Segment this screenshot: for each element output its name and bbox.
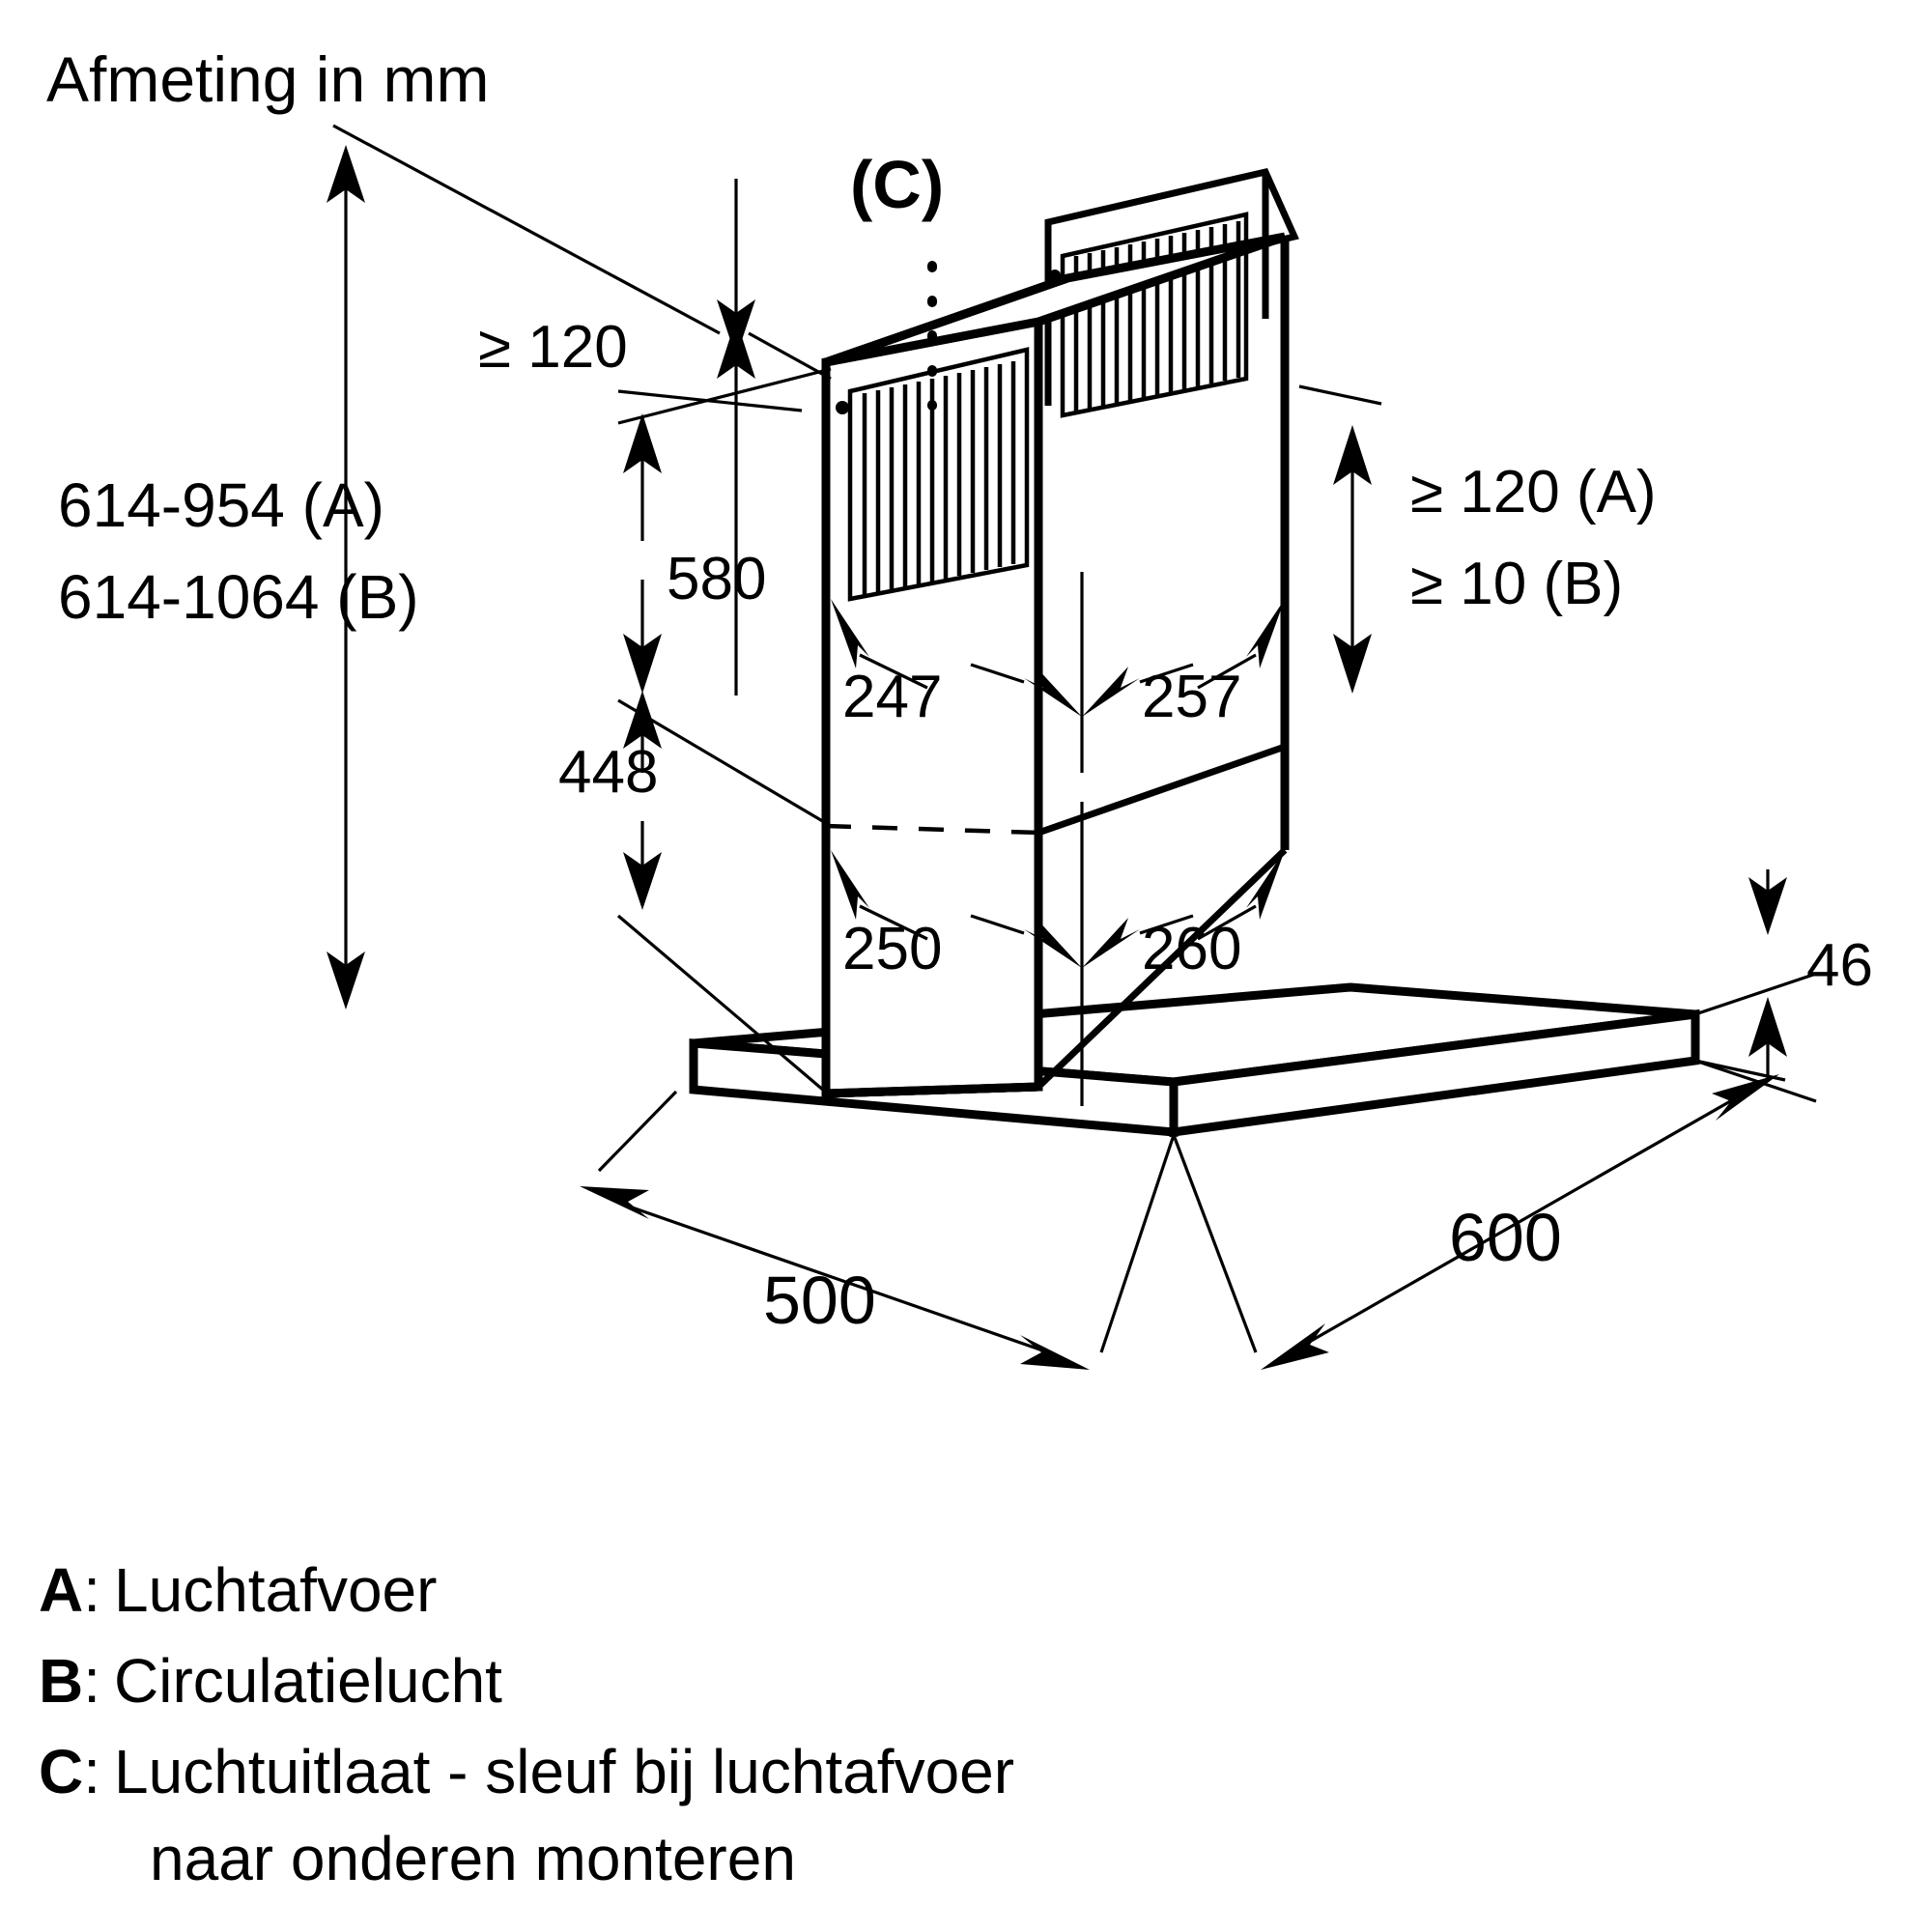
overall-height-leader	[332, 124, 721, 335]
chimney-mid-right-slant	[1037, 743, 1287, 837]
dim-label-height-range-a: 614-954 (A)	[58, 470, 384, 540]
arrow-down-448	[623, 852, 662, 910]
arrow-up-minclear	[717, 319, 755, 379]
legend-sep-c: :	[83, 1737, 100, 1806]
legend-continuation: naar onderen monteren	[150, 1824, 796, 1893]
legend-key-c: C	[39, 1737, 83, 1806]
arrow-down-580	[623, 634, 662, 694]
legend-sep-a: :	[83, 1555, 100, 1625]
ext-line-580-top	[617, 367, 832, 425]
arrow-260-right	[1246, 850, 1285, 920]
arrow-247-right	[1024, 667, 1082, 717]
arrow-down-rearclear	[1333, 634, 1372, 694]
arrow-up-overall	[327, 145, 365, 203]
arrow-600-right	[1712, 1074, 1779, 1121]
dim-label-canopy-thickness: 46	[1806, 932, 1873, 999]
dim-500-line	[617, 1201, 1049, 1354]
legend-key-a: A	[39, 1555, 83, 1625]
legend: A:Luchtafvoer B:Circulatielucht C:Luchtu…	[39, 1555, 1014, 1893]
arrow-down-46	[1748, 877, 1787, 935]
dim-label-depth-left-upper: 247	[842, 664, 942, 730]
legend-key-b: B	[39, 1646, 83, 1716]
arrow-257-left	[1082, 667, 1140, 717]
chimney-base-line	[825, 1082, 1039, 1098]
arrow-250-right	[1024, 918, 1082, 968]
dim-label-depth-right-upper: 257	[1142, 664, 1241, 730]
ext-line-600-left	[1172, 1134, 1258, 1353]
arrow-247-left	[831, 599, 869, 668]
chimney-section-divider	[825, 823, 1039, 836]
arrow-down-overall	[327, 952, 365, 1009]
chimney-top-left-slant	[824, 273, 1069, 367]
arrow-500-left	[580, 1186, 649, 1219]
arrow-up-580	[623, 413, 662, 473]
dim-label-min-top-clearance: ≥ 120	[478, 314, 628, 381]
dim-label-canopy-depth: 500	[763, 1263, 876, 1338]
legend-text-c: Luchtuitlaat - sleuf bij luchtafvoer	[114, 1737, 1014, 1806]
leader-260	[1197, 904, 1257, 941]
ext-line-448-bottom	[616, 914, 833, 1098]
svg-text:A:Luchtafvoer: A:Luchtafvoer	[39, 1555, 437, 1625]
rear-clearance-leader	[1298, 384, 1382, 406]
outlet-marker-label: (C)	[850, 147, 944, 222]
legend-sep-b: :	[83, 1646, 100, 1716]
leader-250-inner	[970, 914, 1025, 935]
leader-260-inner	[1139, 914, 1194, 935]
legend-text-a: Luchtafvoer	[114, 1555, 437, 1625]
leader-247-inner	[970, 663, 1025, 684]
arrow-up-448	[623, 691, 662, 749]
arrow-500-right	[1020, 1335, 1090, 1370]
dim-600-line	[1298, 1094, 1740, 1350]
dim-label-height-range-b: 614-1064 (B)	[58, 562, 419, 632]
arrow-600-left	[1261, 1323, 1329, 1370]
ext-line-600-right	[1694, 1059, 1786, 1082]
dim-label-canopy-width: 600	[1449, 1200, 1562, 1275]
dim-label-rear-clearance-b: ≥ 10 (B)	[1410, 551, 1623, 617]
dim-label-depth-left-lower: 250	[842, 916, 942, 982]
legend-text-b: Circulatielucht	[114, 1646, 502, 1716]
page-title: Afmeting in mm	[46, 43, 489, 115]
dim-label-rear-clearance-a: ≥ 120 (A)	[1410, 459, 1657, 526]
arrow-up-rearclear	[1333, 425, 1372, 485]
leader-247	[859, 653, 928, 690]
dim-label-chimney-upper: 580	[667, 546, 766, 612]
dim-label-chimney-lower: 448	[558, 739, 658, 806]
ext-line-580-bottom	[617, 698, 832, 828]
arrow-250-left	[831, 850, 869, 920]
ext-line-46-top	[1694, 972, 1817, 1016]
ext-line-500-left	[597, 1090, 678, 1173]
chimney-bottom-right-slant	[1036, 847, 1288, 1090]
leader-257-inner	[1139, 663, 1194, 684]
arrow-up-46	[1748, 997, 1787, 1057]
leader-250	[859, 904, 928, 941]
ext-line-500-right	[1099, 1134, 1176, 1353]
leader-257	[1197, 653, 1257, 690]
arrow-257-right	[1246, 599, 1285, 668]
svg-text:B:Circulatielucht: B:Circulatielucht	[39, 1646, 502, 1716]
vent-grille-front	[836, 347, 1030, 602]
arrow-260-left	[1082, 918, 1140, 968]
svg-text:C:Luchtuitlaat - sleuf bij luc: C:Luchtuitlaat - sleuf bij luchtafvoer	[39, 1737, 1014, 1806]
dim-label-depth-right-lower: 260	[1142, 916, 1241, 982]
